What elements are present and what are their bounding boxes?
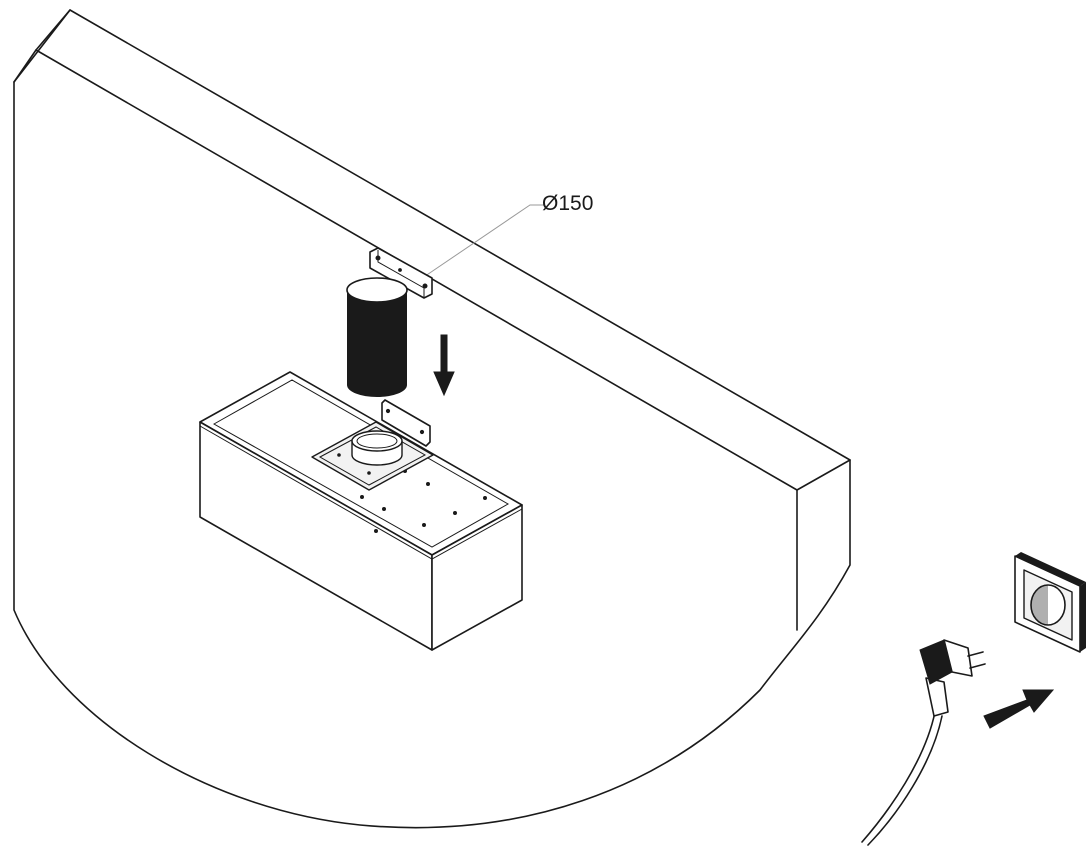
outlet-collar — [311, 399, 434, 491]
power-plug-icon — [861, 639, 986, 846]
right-arrow-icon — [983, 689, 1055, 729]
wall — [13, 9, 851, 829]
diameter-label: Ø150 — [542, 192, 593, 215]
down-arrow-icon — [433, 334, 455, 397]
duct-pipe — [346, 277, 408, 397]
wall-socket-icon — [1014, 552, 1086, 653]
wall-bracket — [369, 247, 433, 299]
diameter-callout: Ø150 — [411, 192, 593, 286]
